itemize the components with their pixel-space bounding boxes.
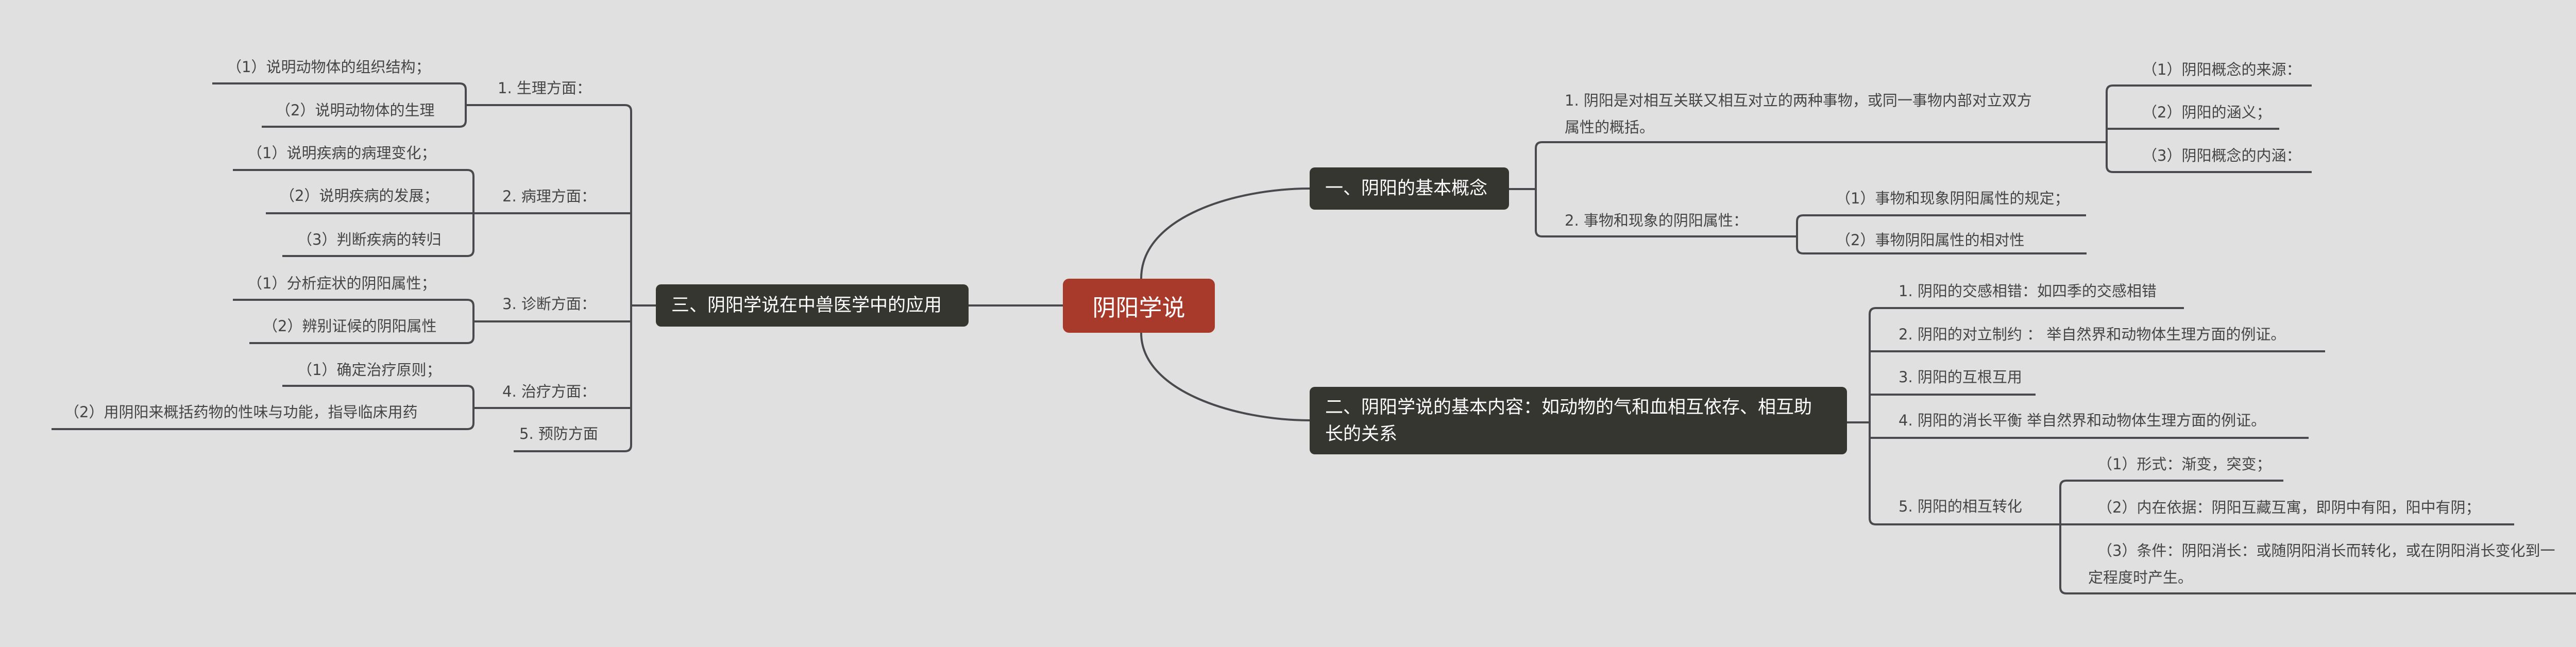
leaf[interactable]: （2）内在依据：阴阳互藏互寓，即阴中有阳，阳中有阴； xyxy=(2097,499,2481,516)
topic-label: 长的关系 xyxy=(1325,423,1398,445)
leaf[interactable]: （1）说明疾病的病理变化； xyxy=(247,144,436,162)
leaf[interactable]: （2）辨别证候的阴阳属性 xyxy=(263,317,437,335)
connector xyxy=(1535,141,2107,237)
leaf[interactable]: （3）阴阳概念的内涵： xyxy=(2142,147,2301,164)
leaf[interactable]: （3）条件：阴阳消长：或随阴阳消长而转化，或在阴阳消长变化到一定程度时产生。 xyxy=(2088,537,2555,591)
subtopic[interactable]: 1. 生理方面： xyxy=(498,79,591,97)
leaf[interactable]: （2）用阴阳来概括药物的性味与功能，指导临床用药 xyxy=(64,403,418,421)
subtopic[interactable]: 3. 诊断方面： xyxy=(502,295,596,313)
leaf[interactable]: （1）形式：渐变，突变； xyxy=(2097,455,2272,473)
subtopic[interactable]: 5. 阴阳的相互转化 xyxy=(1899,498,2022,515)
connector xyxy=(1140,332,1310,421)
leaf[interactable]: （1）事物和现象阴阳属性的规定； xyxy=(1836,190,2070,207)
topic-basic-concept[interactable]: 一、阴阳的基本概念 xyxy=(1310,167,1509,210)
root-topic[interactable]: 阴阳学说 xyxy=(1063,279,1215,333)
subtopic[interactable]: 1. 阴阳的交感相错：如四季的交感相错 xyxy=(1899,282,2157,300)
subtopic[interactable]: 2. 阴阳的对立制约 ： 举自然界和动物体生理方面的例证。 xyxy=(1899,326,2286,343)
leaf[interactable]: （1）确定治疗原则； xyxy=(297,361,442,379)
topic-basic-content[interactable]: 二、阴阳学说的基本内容：如动物的气和血相互依存、相互助长的关系 xyxy=(1310,387,1847,454)
subtopic[interactable]: 2. 事物和现象的阴阳属性： xyxy=(1565,212,1748,229)
connector xyxy=(1140,188,1310,279)
topic-label: 三、阴阳学说在中兽医学中的应用 xyxy=(671,295,942,316)
connector xyxy=(1870,350,2325,439)
leaf[interactable]: （2）事物阴阳属性的相对性 xyxy=(1836,231,2025,249)
leaf[interactable]: （2）说明动物体的生理 xyxy=(276,101,435,119)
connector xyxy=(1869,307,2514,525)
leaf-label: （3）条件：阴阳消长：或随阴阳消长而转化，或在阴阳消长变化到一 xyxy=(2097,542,2555,559)
subtopic[interactable]: 4. 治疗方面： xyxy=(502,383,596,400)
leaf[interactable]: （1）阴阳概念的来源： xyxy=(2142,61,2301,78)
subtopic-label: 1. 阴阳是对相互关联又相互对立的两种事物，或同一事物内部对立双方 xyxy=(1565,92,2032,109)
leaf[interactable]: （1）分析症状的阴阳属性； xyxy=(247,275,436,292)
subtopic[interactable]: 4. 阴阳的消长平衡 举自然界和动物体生理方面的例证。 xyxy=(1899,412,2266,429)
subtopic-label: 属性的概括。 xyxy=(1565,118,1655,136)
connector xyxy=(466,104,632,452)
subtopic[interactable]: 3. 阴阳的互根互用 xyxy=(1899,368,2022,386)
leaf-label: 定程度时产生。 xyxy=(2088,569,2193,586)
subtopic-definition[interactable]: 1. 阴阳是对相互关联又相互对立的两种事物，或同一事物内部对立双方属性的概括。 xyxy=(1565,87,2032,141)
topic-label: 一、阴阳的基本概念 xyxy=(1325,178,1488,199)
connector xyxy=(2059,480,2576,594)
leaf[interactable]: （1）说明动物体的组织结构； xyxy=(227,58,431,76)
topic-application[interactable]: 三、阴阳学说在中兽医学中的应用 xyxy=(656,284,969,327)
leaf[interactable]: （2）阴阳的涵义； xyxy=(2142,104,2272,121)
topic-label: 二、阴阳学说的基本内容：如动物的气和血相互依存、相互助 xyxy=(1325,397,1812,418)
leaf[interactable]: （2）说明疾病的发展； xyxy=(280,187,439,205)
subtopic[interactable]: 5. 预防方面 xyxy=(519,425,598,442)
connector xyxy=(1796,214,2087,254)
leaf[interactable]: （3）判断疾病的转归 xyxy=(297,231,442,248)
subtopic[interactable]: 2. 病理方面： xyxy=(502,188,596,205)
